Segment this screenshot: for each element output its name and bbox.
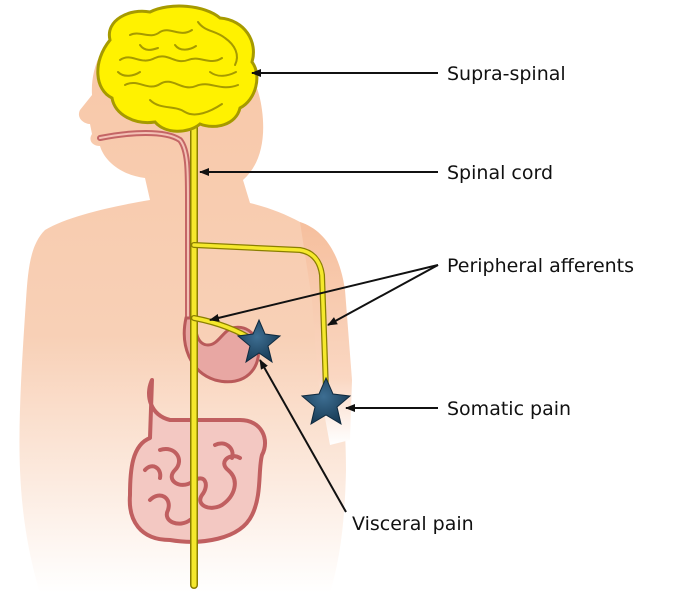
label-visceral-pain: Visceral pain xyxy=(352,513,474,535)
label-supra-spinal: Supra-spinal xyxy=(447,63,566,85)
label-somatic-pain: Somatic pain xyxy=(447,398,571,420)
label-spinal-cord: Spinal cord xyxy=(447,162,553,184)
brain xyxy=(98,6,257,131)
label-peripheral-afferents: Peripheral afferents xyxy=(447,255,634,277)
